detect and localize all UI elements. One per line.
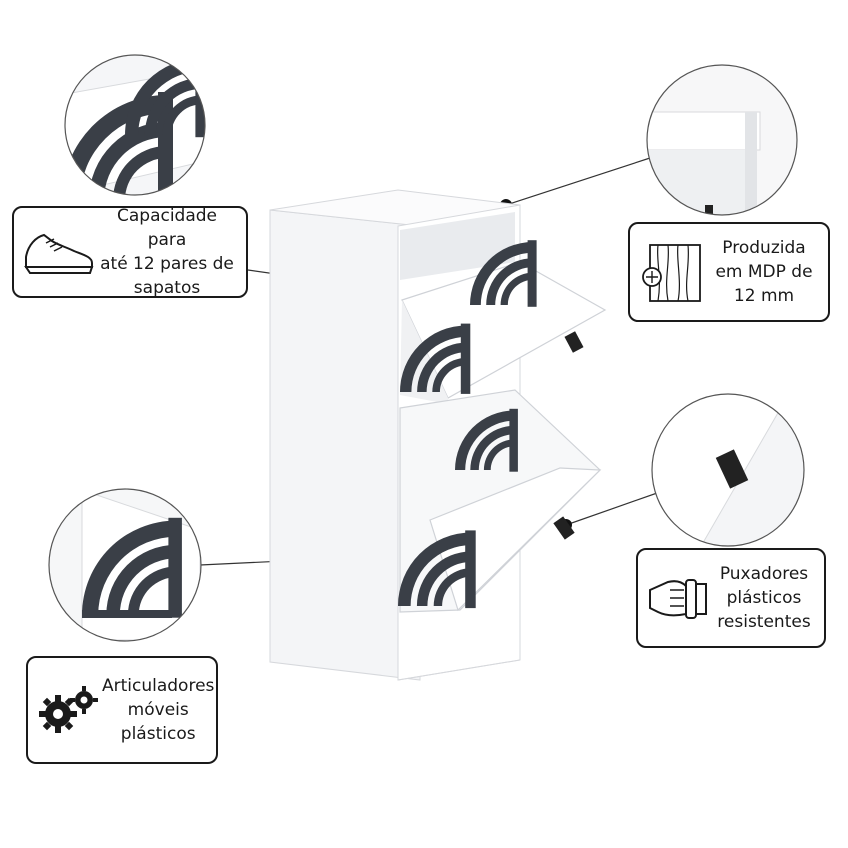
- callout-material-text: Produzida em MDP de 12 mm: [715, 238, 813, 306]
- leader-line-material: [505, 157, 651, 206]
- callout-handles-text: Puxadores plásticos resistentes: [717, 564, 811, 632]
- callout-material: Produzida em MDP de 12 mm: [628, 222, 830, 322]
- callout-hinges: Articuladores móveis plásticos: [26, 656, 218, 764]
- zoom-circle-hinge-bottom: [48, 488, 202, 642]
- zoom-circle-hinge-top: [64, 54, 206, 196]
- shoe-cabinet: [269, 189, 607, 681]
- callout-capacity-text: Capacidade para até 12 pares de sapatos: [100, 206, 234, 298]
- hand-grip-icon: [649, 579, 707, 619]
- wood-panel-icon: [642, 244, 701, 302]
- handle-upper: [564, 331, 584, 353]
- callout-handles: Puxadores plásticos resistentes: [636, 548, 826, 648]
- callout-capacity: Capacidade para até 12 pares de sapatos: [12, 206, 248, 298]
- gears-icon: [39, 686, 98, 733]
- leader-line-handles: [565, 491, 661, 526]
- zoom-circle-top-edge: [646, 64, 798, 216]
- handle-lower: [553, 516, 575, 540]
- callout-hinges-text: Articuladores móveis plásticos: [102, 676, 215, 744]
- zoom-circle-handle: [651, 393, 805, 547]
- sneaker-icon: [24, 233, 94, 274]
